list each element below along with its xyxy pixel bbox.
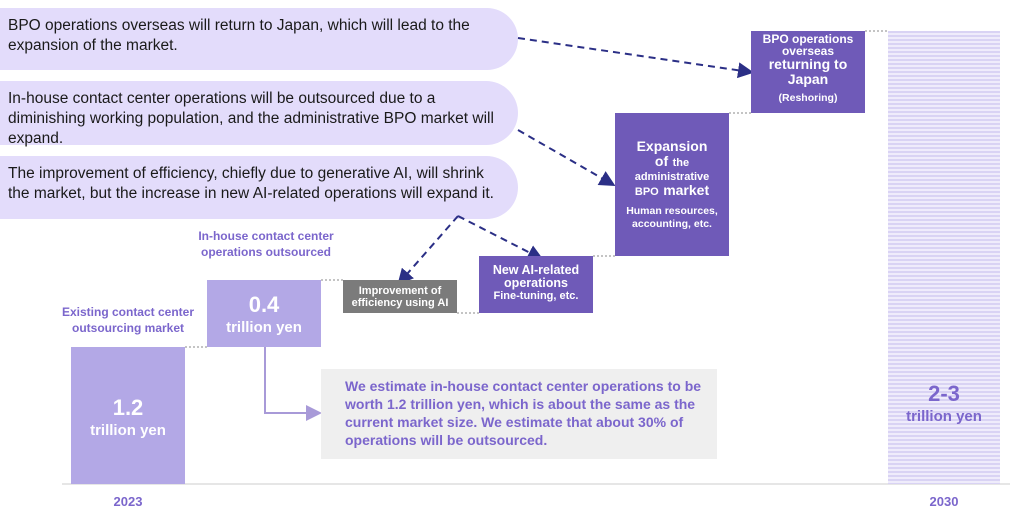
total-value: 2-3 (928, 381, 960, 406)
year-2030: 2030 (929, 494, 959, 509)
total-unit: trillion yen (906, 408, 982, 425)
admin-line1: Expansion (636, 138, 708, 154)
admin-line2a: of (654, 153, 669, 169)
bubble-efficiency: The improvement of efficiency, chiefly d… (0, 156, 518, 219)
reshoring-line1: BPO operations overseas (762, 32, 854, 58)
bubble-outsourcing: In-house contact center operations will … (0, 81, 518, 147)
admin-line4b: market (663, 182, 710, 198)
reshoring-line2: returning to Japan (768, 56, 848, 87)
bar-reshoring: BPO operations overseas returning to Jap… (751, 31, 865, 113)
bar-total-2030: 2-3 trillion yen (888, 31, 1000, 484)
admin-sub: Human resources, accounting, etc. (626, 205, 718, 230)
existing-unit: trillion yen (90, 422, 166, 439)
admin-line4a: BPO (634, 186, 659, 198)
bar-new-ai-operations: New AI-related operations Fine-tuning, e… (479, 256, 593, 313)
admin-line2b: the (672, 157, 690, 169)
arrow-admin (517, 129, 616, 186)
inhouse-caption: In-house contact center operations outso… (198, 229, 334, 259)
arrow-new-ai (457, 215, 544, 260)
bar-inhouse-outsourced: 0.4 trillion yen (207, 280, 321, 347)
new-ai-title: New AI-related operations (492, 263, 580, 290)
existing-market-caption: Existing contact center outsourcing mark… (61, 305, 195, 335)
estimate-note: We estimate in-house contact center oper… (321, 369, 717, 459)
bar-existing-market: 1.2 trillion yen (71, 347, 185, 484)
bubble-reshoring: BPO operations overseas will return to J… (0, 8, 518, 70)
year-2023: 2023 (113, 494, 143, 509)
arrow-reshoring (517, 37, 754, 79)
arrow-improvement (397, 215, 459, 286)
bar-admin-bpo-expansion: Expansion of the administrative BPO mark… (615, 113, 729, 256)
existing-value: 1.2 (112, 395, 144, 420)
bar-efficiency-improvement: Improvement of efficiency using AI (343, 280, 457, 313)
inhouse-unit: trillion yen (226, 319, 302, 336)
reshoring-sub: (Reshoring) (778, 92, 838, 104)
admin-line3: administrative (634, 171, 710, 183)
new-ai-sub: Fine-tuning, etc. (493, 290, 579, 302)
inhouse-value: 0.4 (248, 292, 280, 317)
